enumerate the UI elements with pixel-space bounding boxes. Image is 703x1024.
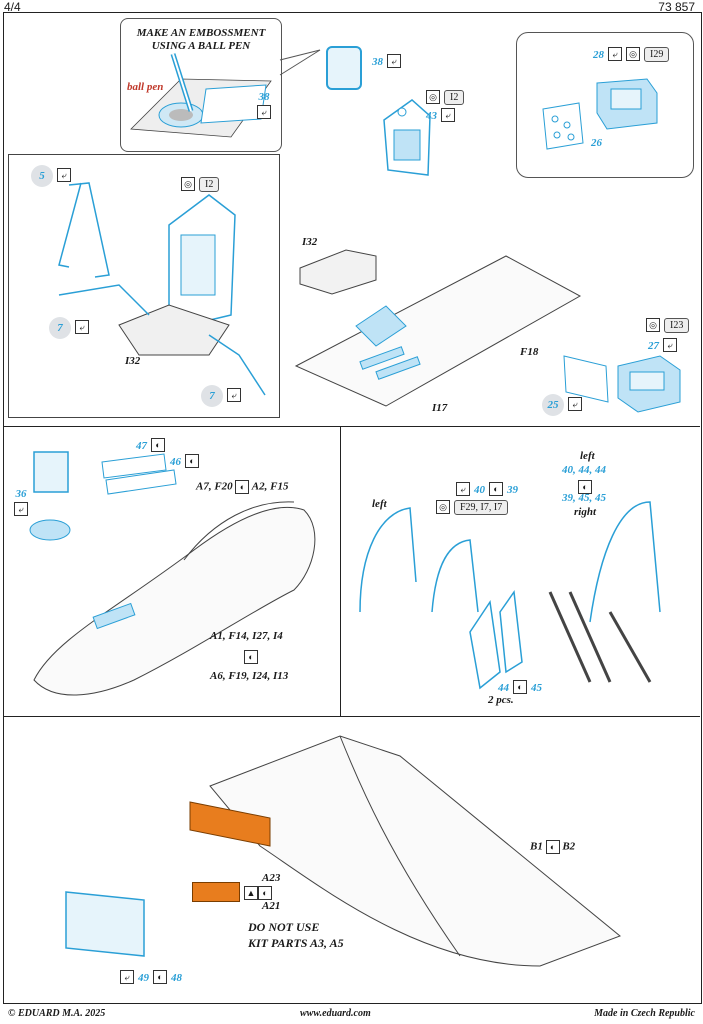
- fuselage-drawing: [29, 451, 316, 696]
- part-26-drawing: [542, 78, 658, 150]
- callout-pointer: [279, 49, 321, 76]
- ref-a6-f19: A6, F19, I24, I13: [210, 670, 289, 682]
- ref-symbol: ◐: [244, 648, 258, 666]
- seat-drawing: [58, 182, 266, 396]
- ref-a7-f20: A7, F20 ◐ A2, F15: [196, 480, 289, 494]
- page-frame: [3, 12, 702, 1004]
- seat-inset: 5 ⤶ ◎ I2 7 ⤶ I32 7 ⤶: [8, 154, 280, 418]
- i32-label: I32: [302, 236, 318, 248]
- left-nums: 40, 44, 44: [562, 464, 606, 476]
- right-nums: 39, 45, 45: [562, 492, 606, 504]
- part-38-label: 38 ⤶: [372, 52, 401, 70]
- i23-refs: ◎ I23: [646, 316, 690, 334]
- footer-url[interactable]: www.eduard.com: [300, 1008, 371, 1019]
- refs-f29: ◎ F29, I7, I7: [436, 498, 509, 516]
- divider-2: [340, 426, 341, 716]
- callout-title-1: MAKE AN EMBOSSMENT: [136, 27, 266, 39]
- part-25-drawing: [563, 355, 681, 413]
- part-7b-label: 7 ⤶: [201, 385, 241, 407]
- part-28-refs: 28 ⤶ ◎ I29: [593, 45, 670, 63]
- page-number: 4/4: [4, 0, 21, 14]
- left-top-label: left: [580, 450, 595, 462]
- left-label: left: [372, 498, 387, 510]
- right-label: right: [574, 506, 597, 518]
- part-38-panel: [326, 46, 362, 90]
- ball-pen-label: ball pen: [127, 81, 164, 93]
- divider-1: [3, 426, 700, 427]
- part-43-refs: ◎ I2: [426, 88, 465, 106]
- part-49-48-label: ⤶ 49 ◐ 48: [120, 968, 182, 986]
- footer-copyright: © EDUARD M.A. 2025: [8, 1008, 106, 1019]
- callout-part-38: 38 ⤶: [257, 91, 271, 120]
- pcs-label: 2 pcs.: [488, 694, 514, 706]
- footer-origin: Made in Czech Republic: [594, 1008, 695, 1019]
- part-44-45-label: 44 ◐ 45: [498, 680, 542, 695]
- part-25-label: 25 ⤶: [542, 394, 582, 416]
- ball-pen-drawing: [130, 53, 272, 138]
- part-40-39-label: ⤶ 40 ◐ 39: [456, 480, 518, 498]
- part-46-label: 46 ◐: [170, 452, 199, 470]
- b1-b2-label: B1 ◐ B2: [530, 840, 576, 854]
- part-26-callout: 28 ⤶ ◎ I29 26: [516, 32, 694, 178]
- cockpit-floor-drawing: [294, 249, 582, 407]
- callout-title-2: USING A BALL PEN: [151, 40, 251, 52]
- warning-line-1: DO NOT USE: [248, 920, 320, 934]
- seat-rails-drawing: [359, 501, 661, 690]
- part-36-label: 36⤶: [14, 488, 28, 517]
- part-5-label: 5 ⤶: [31, 165, 71, 187]
- warning-line-2: KIT PARTS A3, A5: [248, 936, 344, 950]
- part-26-label: 26: [591, 137, 602, 149]
- wing-drawing: [65, 735, 621, 967]
- part-43-panel: [383, 99, 431, 176]
- part-43-label: 43 ⤶: [426, 106, 455, 124]
- divider-3: [3, 716, 700, 717]
- part-7a-label: 7 ⤶: [49, 317, 89, 339]
- ref-a1-f14: A1, F14, I27, I4: [210, 630, 283, 642]
- product-code: 73 857: [658, 0, 695, 14]
- part-27-label: 27 ⤶: [648, 336, 677, 354]
- f18-label: F18: [520, 346, 539, 358]
- embossment-callout: MAKE AN EMBOSSMENT USING A BALL PEN ball…: [120, 18, 282, 152]
- a21-label: A21: [262, 900, 281, 912]
- a23-label: A23: [262, 872, 281, 884]
- part-47-label: 47 ◐: [136, 436, 165, 454]
- seat-i2-refs: ◎ I2: [181, 175, 220, 193]
- a23-a21-symbols: ▲◐: [244, 884, 272, 902]
- orange-part-swatch: [192, 882, 240, 902]
- seat-i32-label: I32: [125, 355, 141, 367]
- mid-symbol: ◐: [578, 478, 592, 496]
- i17-label: I17: [432, 402, 448, 414]
